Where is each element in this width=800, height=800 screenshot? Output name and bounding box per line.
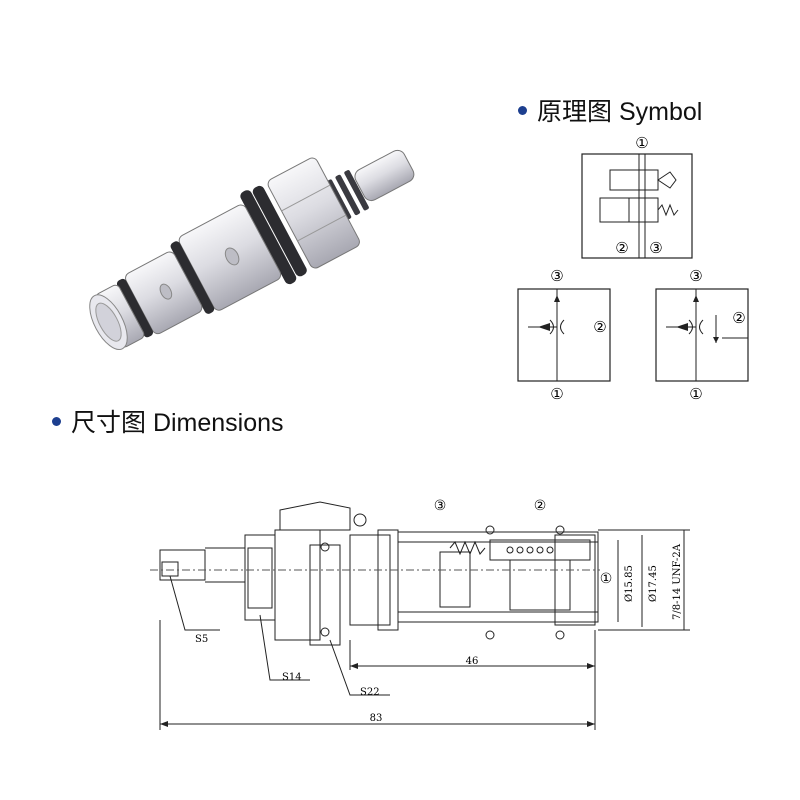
dim-port-label-1: ①: [600, 571, 613, 587]
dim-s5-label: S5: [195, 634, 208, 645]
dim-diameter-17-45: Ø17.45: [648, 565, 659, 602]
valve-product-illustration: [89, 149, 415, 350]
port-label-2: ②: [732, 309, 745, 327]
bullet-icon: [52, 416, 61, 426]
port-label-1: ①: [635, 134, 648, 152]
dimensions-title: 尺寸图 Dimensions: [71, 409, 284, 437]
dim-diameter-15-85: Ø15.85: [624, 565, 635, 602]
port-label-3: ③: [550, 267, 563, 285]
symbol-main-schematic: ① ② ③: [581, 134, 693, 259]
port-label-2: ②: [615, 239, 628, 257]
bullet-icon: [518, 105, 527, 115]
schematic-frame: [655, 288, 749, 382]
schematic-frame: [581, 153, 693, 259]
dim-length-46: 46: [466, 656, 479, 667]
port-label-1: ①: [689, 385, 702, 403]
schematic-frame: [517, 288, 611, 382]
port-label-1: ①: [550, 385, 563, 403]
port-label-3: ③: [649, 239, 662, 257]
dim-port-label-3: ③: [434, 498, 447, 514]
symbol-heading: 原理图 Symbol: [518, 92, 702, 128]
dimensions-heading: 尺寸图 Dimensions: [52, 403, 284, 439]
symbol-left-schematic: ③ ② ①: [517, 267, 611, 403]
port-label-2: ②: [593, 318, 606, 336]
dim-thread-spec: 7/8-14 UNF-2A: [672, 543, 683, 620]
dimension-drawing: ③ ② ① Ø15.85 Ø17.45 7/8-14 UNF-2A S5 S14…: [150, 498, 690, 730]
dim-s14-label: S14: [282, 672, 302, 683]
dim-length-83: 83: [370, 713, 383, 724]
dim-port-label-2: ②: [534, 498, 547, 514]
symbol-title: 原理图 Symbol: [537, 98, 703, 126]
dim-s22-label: S22: [360, 687, 380, 698]
symbol-right-schematic: ③ ② ①: [655, 267, 749, 403]
port-label-3: ③: [689, 267, 702, 285]
